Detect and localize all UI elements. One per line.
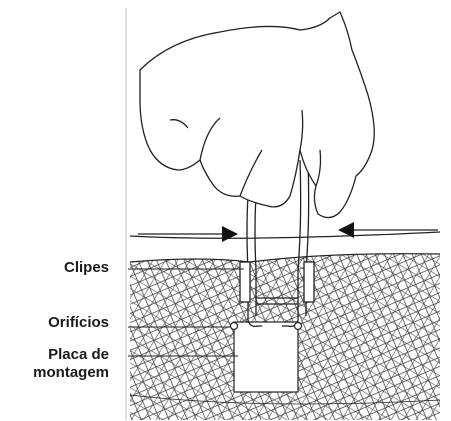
mounting-plate xyxy=(234,322,298,392)
label-holes: Orifícios xyxy=(48,314,109,332)
left-arrow-icon xyxy=(338,222,438,238)
basket-rim-top xyxy=(130,232,440,238)
label-mounting-plate-line2: montagem xyxy=(33,364,109,382)
label-mounting-plate-line1: Placa de xyxy=(33,346,109,364)
hand-icon xyxy=(140,12,374,218)
label-clips: Clipes xyxy=(64,259,109,277)
label-mounting-plate: Placa de montagem xyxy=(33,346,109,382)
right-arrow-icon xyxy=(138,226,238,242)
